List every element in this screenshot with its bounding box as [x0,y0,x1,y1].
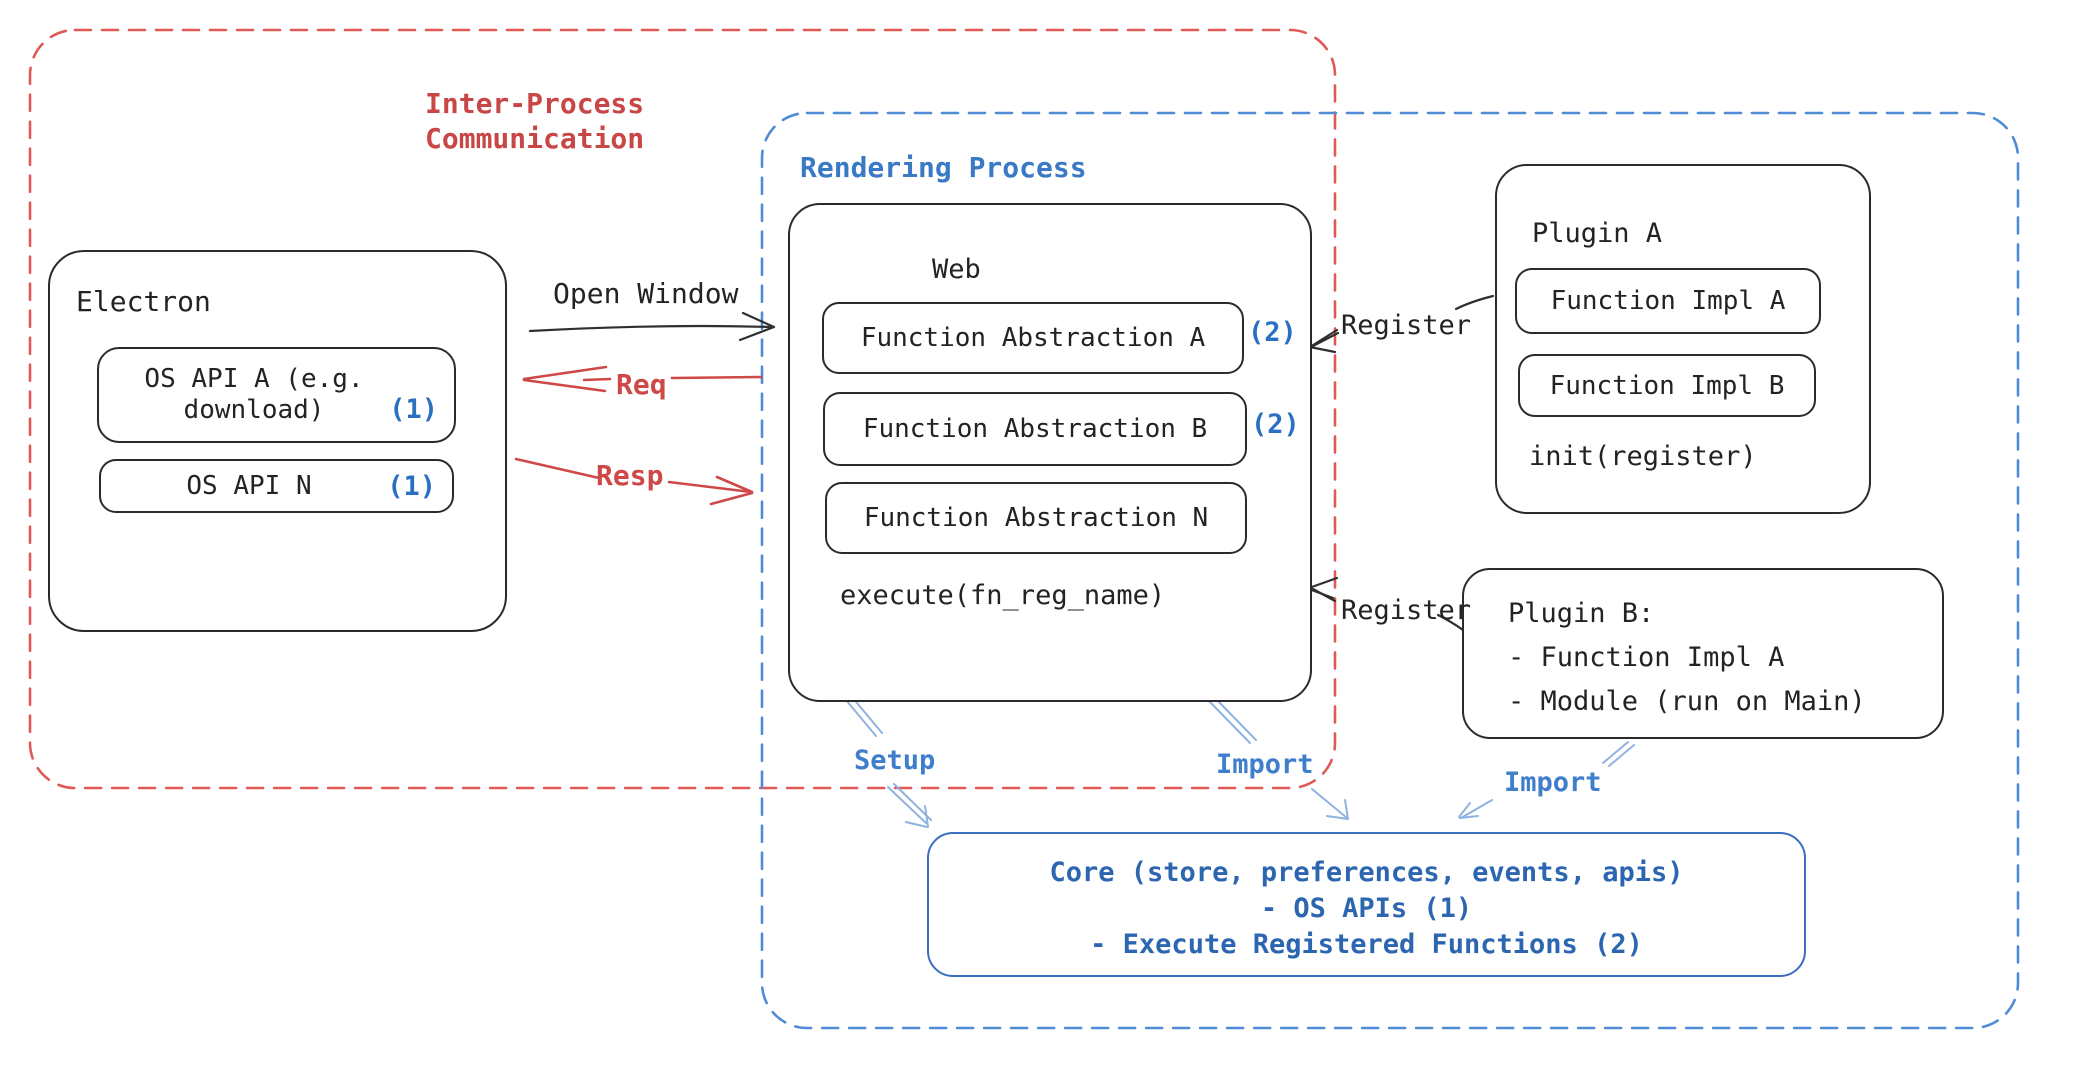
electron-box: Electron OS API A (e.g. download) (1) OS… [48,250,507,632]
import-web-label: Import [1216,749,1314,780]
plugin-b-box: Plugin B: - Function Impl A - Module (ru… [1462,568,1944,739]
plugin-b-item-module: - Module (run on Main) [1508,686,1866,717]
core-item-os-apis: - OS APIs (1) [1260,893,1473,924]
os-api-n-badge: (1) [387,471,436,502]
setup-label: Setup [854,745,936,776]
function-impl-a-box: Function Impl A [1515,268,1821,334]
import-plugin-label: Import [1504,767,1602,798]
core-item-execute-registered: - Execute Registered Functions (2) [1090,929,1643,960]
function-impl-a-label: Function Impl A [1550,286,1786,316]
os-api-a-label: OS API A (e.g. download) [144,364,364,425]
function-abstraction-a-box: Function Abstraction A [822,302,1244,374]
register-a-arrow [1308,294,1495,354]
core-title: Core (store, preferences, events, apis) [1049,857,1684,888]
plugin-a-init-note: init(register) [1529,441,1757,472]
rendering-process-label: Rendering Process [800,151,1087,184]
os-api-a-box: OS API A (e.g. download) (1) [97,347,456,443]
os-api-n-box: OS API N (1) [99,459,454,513]
web-title: Web [932,254,981,285]
plugin-b-title: Plugin B: [1508,598,1655,629]
os-api-n-label: OS API N [186,471,312,501]
ipc-label: Inter-Process Communication [425,87,645,155]
req-label: Req [616,368,667,401]
import-plugin-arrow [1458,741,1635,819]
register-a-label: Register [1341,310,1472,341]
core-box: Core (store, preferences, events, apis) … [927,832,1806,977]
os-api-a-badge: (1) [389,394,438,425]
open-window-label: Open Window [553,277,739,310]
function-abstraction-a-badge: (2) [1248,317,1297,348]
plugin-a-title: Plugin A [1532,218,1663,249]
function-abstraction-n-box: Function Abstraction N [825,482,1247,554]
plugin-a-box: Plugin A Function Impl A Function Impl B… [1495,164,1871,514]
resp-arrow [514,457,754,506]
web-box: Web Function Abstraction A (2) Function … [788,203,1312,702]
function-impl-b-label: Function Impl B [1549,370,1785,401]
function-impl-b-box: Function Impl B [1518,354,1816,417]
setup-arrow [845,696,932,828]
ipc-dashed-boundary [28,28,1337,790]
function-abstraction-a-label: Function Abstraction A [860,323,1206,353]
plugin-b-item-impl-a: - Function Impl A [1508,642,1785,673]
function-abstraction-b-badge: (2) [1251,409,1300,440]
electron-title: Electron [76,285,211,318]
register-b-arrow [1307,576,1465,632]
function-abstraction-b-label: Function Abstraction B [862,414,1208,444]
function-abstraction-b-box: Function Abstraction B [823,392,1247,466]
register-b-label: Register [1341,595,1472,626]
open-window-arrow [528,311,776,342]
req-arrow [522,365,763,393]
resp-label: Resp [596,459,664,492]
import-web-arrow [1207,696,1349,820]
web-execute-note: execute(fn_reg_name) [840,580,1166,611]
function-abstraction-n-label: Function Abstraction N [863,503,1209,533]
rendering-process-dashed-boundary [760,111,2020,1030]
